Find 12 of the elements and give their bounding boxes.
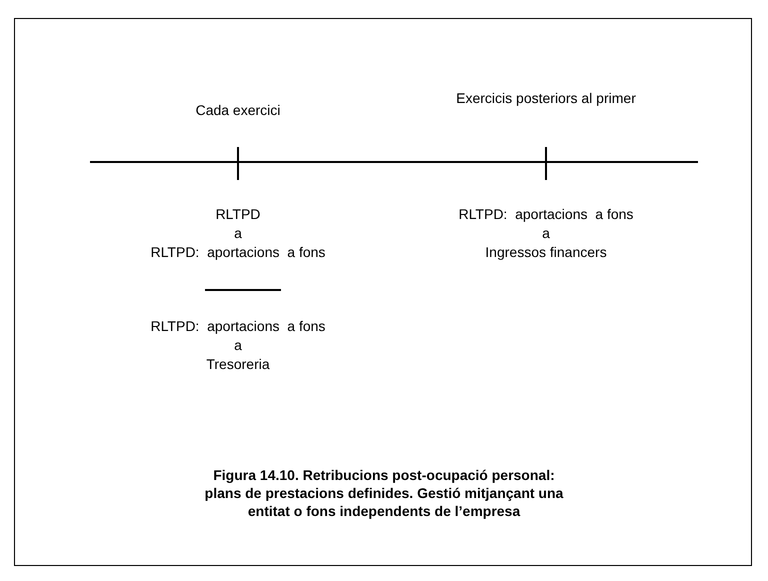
label-text: Tresoreria	[205, 355, 271, 374]
label-text: a	[541, 224, 551, 243]
label-text: RLTPD: aportacions a fons	[150, 317, 326, 336]
label-text: a	[233, 224, 243, 243]
label-text: a	[233, 336, 243, 355]
label-text: RLTPD: aportacions a fons	[458, 205, 634, 224]
label-text: Exercicis posteriors al primer	[455, 89, 637, 108]
label-text: Cada exercici	[194, 101, 282, 120]
label-text: Ingressos financers	[484, 243, 608, 262]
figure-caption: Figura 14.10. Retribucions post-ocupació personal: plans de prestacions definides. Gestió mitjançant una entitat o fons independents de l’empresa	[204, 466, 564, 520]
label-text: RLTPD	[214, 205, 262, 224]
label-text: RLTPD: aportacions a fons	[150, 243, 326, 262]
